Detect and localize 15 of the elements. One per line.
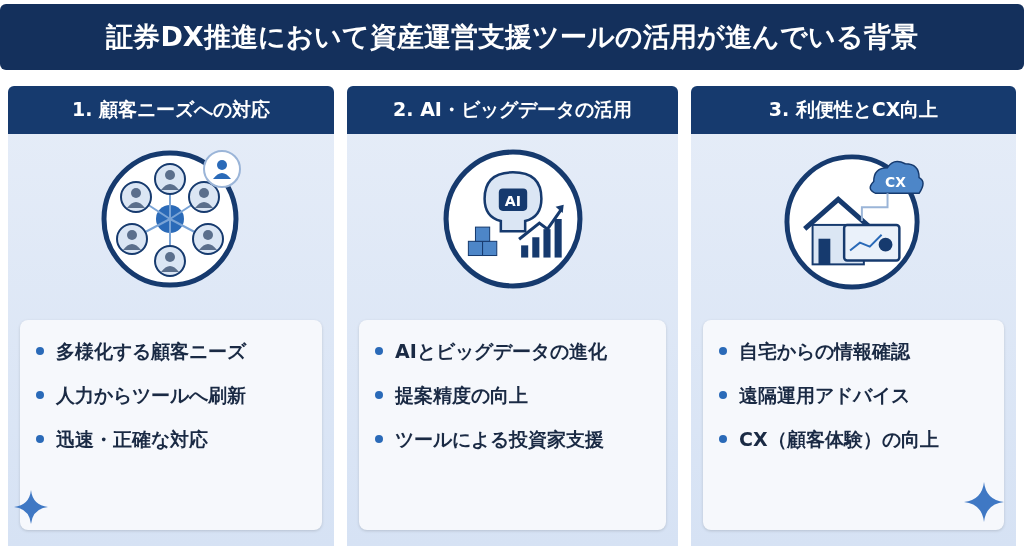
bullet-item: AIとビッグデータの進化 (373, 336, 656, 366)
icon-label: AI (504, 192, 521, 209)
bullet-item: CX（顧客体験）の向上 (717, 424, 994, 454)
bullet-item: 迅速・正確な対応 (34, 424, 312, 454)
title-banner: 証券DX推進において資産運営支援ツールの活用が進んでいる背景 (0, 4, 1024, 70)
bullet-item: 自宅からの情報確認 (717, 336, 994, 366)
panel-heading: 1. 顧客ニーズへの対応 (8, 86, 334, 134)
bullet-item: ツールによる投資家支援 (373, 424, 656, 454)
bullet-item: 多様化する顧客ニーズ (34, 336, 312, 366)
icon-label: CX (884, 174, 906, 191)
panel-heading: 2. AI・ビッグデータの活用 (347, 86, 678, 134)
panel-heading: 3. 利便性とCX向上 (691, 86, 1016, 134)
bullet-item: 人力からツールへ刷新 (34, 380, 312, 410)
bullet-item: 提案精度の向上 (373, 380, 656, 410)
bullet-item: 遠隔運用アドバイス (717, 380, 994, 410)
